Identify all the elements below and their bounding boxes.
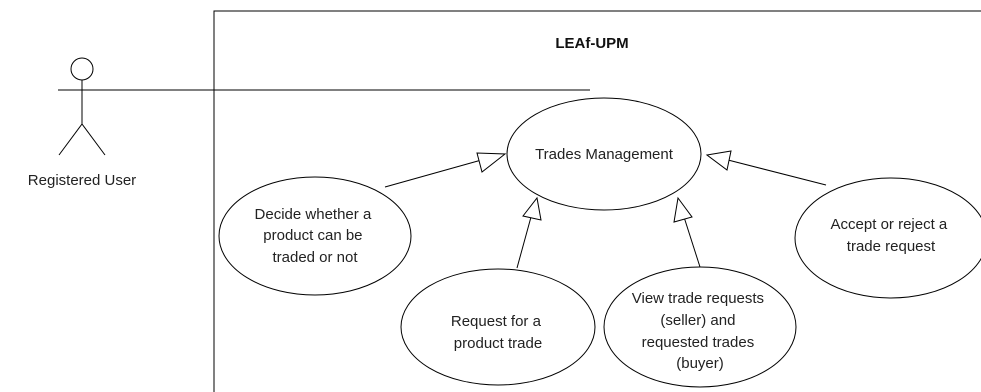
generalization-view (673, 196, 701, 268)
use-case-label: Trades Management (535, 146, 674, 163)
system-boundary (213, 10, 981, 392)
actor-right-leg (81, 123, 106, 156)
use-case-label: View trade requests (seller) and request… (632, 290, 768, 372)
use-case-view-trades: View trade requests (seller) and request… (603, 266, 797, 388)
generalization-request (516, 196, 542, 269)
system-title: LEAf-UPM (555, 35, 628, 52)
actor-registered-user (58, 57, 106, 156)
use-case-trades-management: Trades Management (506, 97, 702, 211)
generalization-accept (705, 150, 827, 186)
use-case-label: Request for a product trade (451, 313, 545, 352)
use-case-label: Decide whether a product can be traded o… (255, 206, 376, 266)
use-case-accept-reject: Accept or reject a trade request (794, 177, 981, 299)
actor-head (70, 57, 94, 81)
actor-label: Registered User (28, 172, 136, 189)
use-case-label: Accept or reject a trade request (831, 216, 952, 255)
actor-left-leg (58, 123, 83, 156)
use-case-request-trade: Request for a product trade (400, 268, 596, 386)
generalization-decide (384, 152, 507, 188)
use-case-decide-tradeable: Decide whether a product can be traded o… (218, 176, 412, 296)
